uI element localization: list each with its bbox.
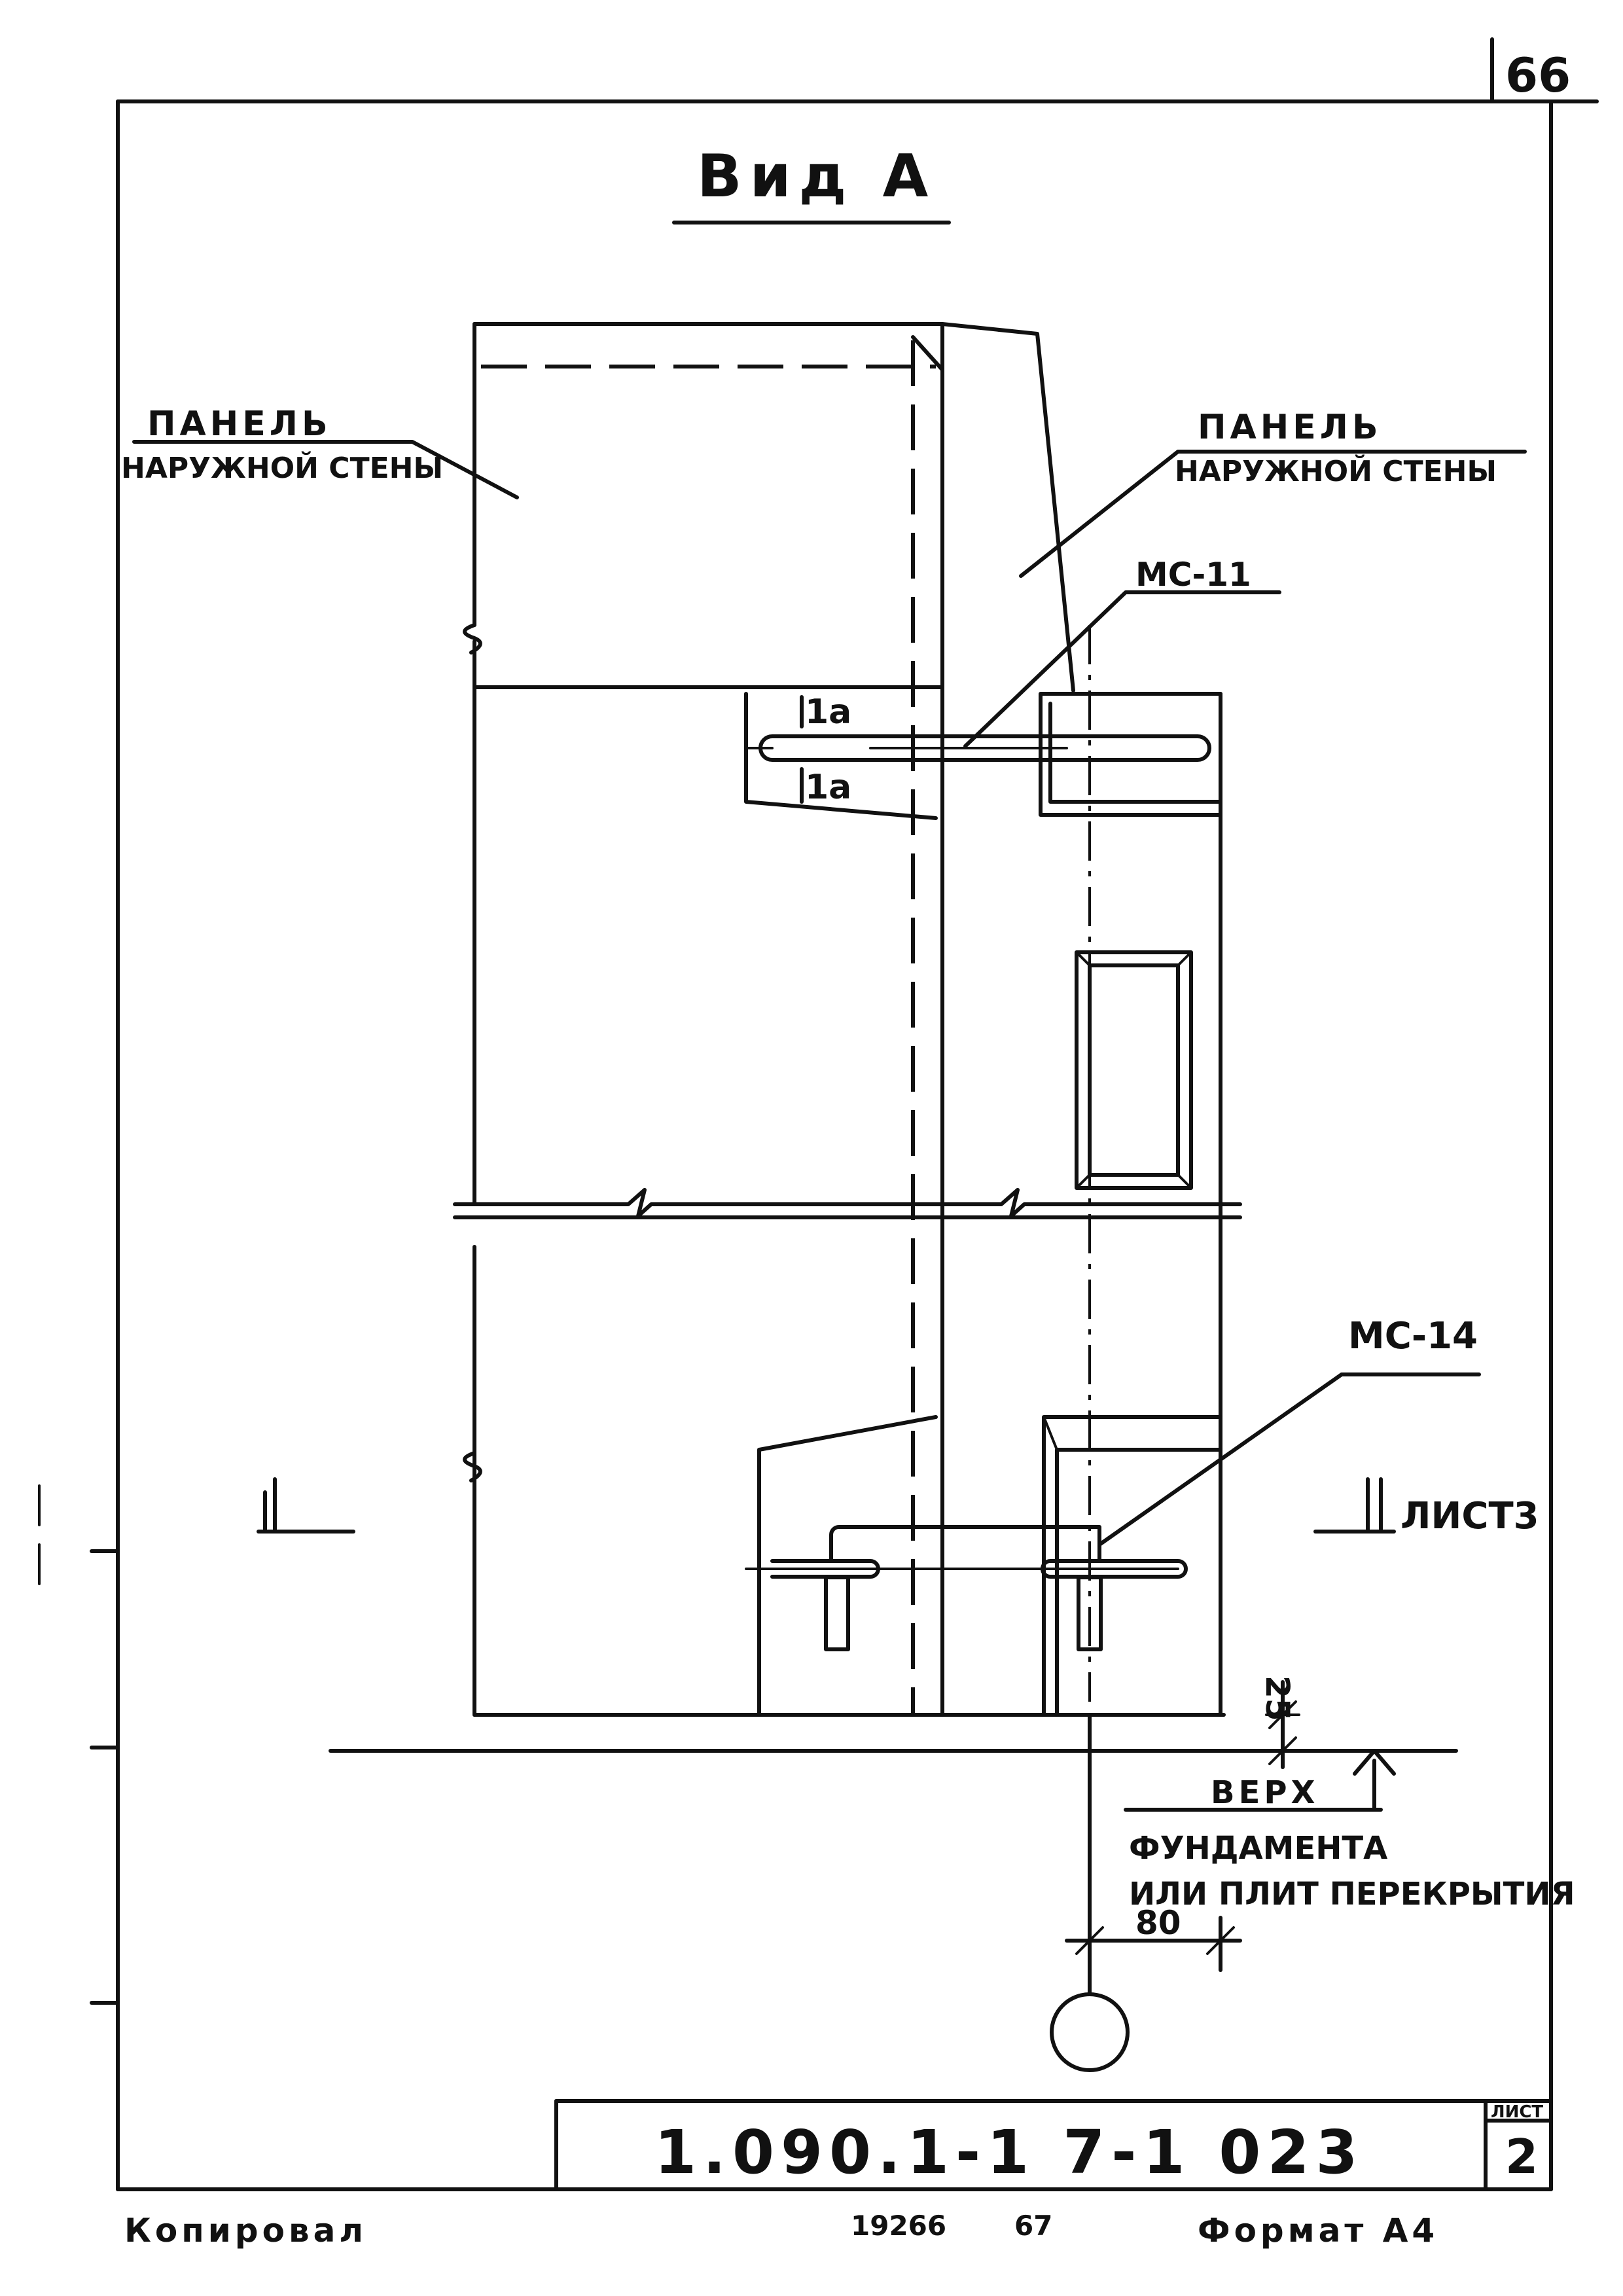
footer-code: 67 (1014, 2210, 1052, 2242)
elevation-label-line1: ВЕРХ (1211, 1774, 1319, 1811)
section-ref-sheet: ЛИСТ3 (1400, 1495, 1539, 1537)
sheet-frame (38, 37, 1599, 2191)
section-mark-1a-bottom: 1а (805, 768, 851, 807)
axis-bubble (1050, 1992, 1130, 2072)
wall-opening (1075, 950, 1193, 1190)
page-number: 66 (1505, 48, 1571, 103)
elevation-label-line2: ФУНДАМЕНТА (1129, 1830, 1387, 1867)
mark-mc14: МС-14 (1348, 1315, 1478, 1357)
mark-mc11: МС-11 (1135, 556, 1251, 594)
elevation-mark (1124, 1749, 1396, 1812)
footer-format: Формат А4 (1198, 2212, 1438, 2250)
right-panel-outline (911, 322, 1075, 1717)
mark-mc14-leader (1097, 1372, 1481, 1547)
left-panel-label-line1: ПАНЕЛЬ (147, 404, 332, 444)
right-panel-leader (1019, 450, 1527, 578)
dim-25-label: 25 (1258, 1676, 1296, 1721)
elevation-label-line3: ИЛИ ПЛИТ ПЕРЕКРЫТИЯ (1129, 1876, 1575, 1912)
mark-mc11-leader (963, 590, 1281, 748)
right-panel-label-line1: ПАНЕЛЬ (1198, 408, 1382, 447)
sheet-number: 2 (1505, 2129, 1538, 2184)
dim-25 (1265, 1680, 1300, 1769)
footer-inventory: 19266 (851, 2210, 946, 2242)
section-cut-left (257, 1477, 355, 1534)
dim-80-label: 80 (1135, 1904, 1181, 1942)
document-designation: 1.090.1-1 7-1 023 (654, 2117, 1364, 2187)
section-cut-right (1313, 1477, 1396, 1534)
left-panel-leader (132, 440, 519, 499)
left-panel-outline (463, 322, 1226, 1717)
footer-copied-by: Копировал (124, 2212, 367, 2250)
sheet-label: ЛИСТ (1491, 2102, 1543, 2122)
section-mark-1a-top: 1а (805, 692, 851, 732)
view-title: Вид А (697, 142, 936, 211)
break-line (453, 1188, 1242, 1219)
left-panel-label-line2: НАРУЖНОЙ СТЕНЫ (121, 450, 443, 485)
bottom-connection (745, 1415, 1222, 1717)
right-panel-label-line2: НАРУЖНОЙ СТЕНЫ (1175, 454, 1497, 488)
top-connection (744, 692, 1222, 820)
title-block (554, 2099, 1553, 2191)
dim-80 (1065, 1713, 1242, 1995)
